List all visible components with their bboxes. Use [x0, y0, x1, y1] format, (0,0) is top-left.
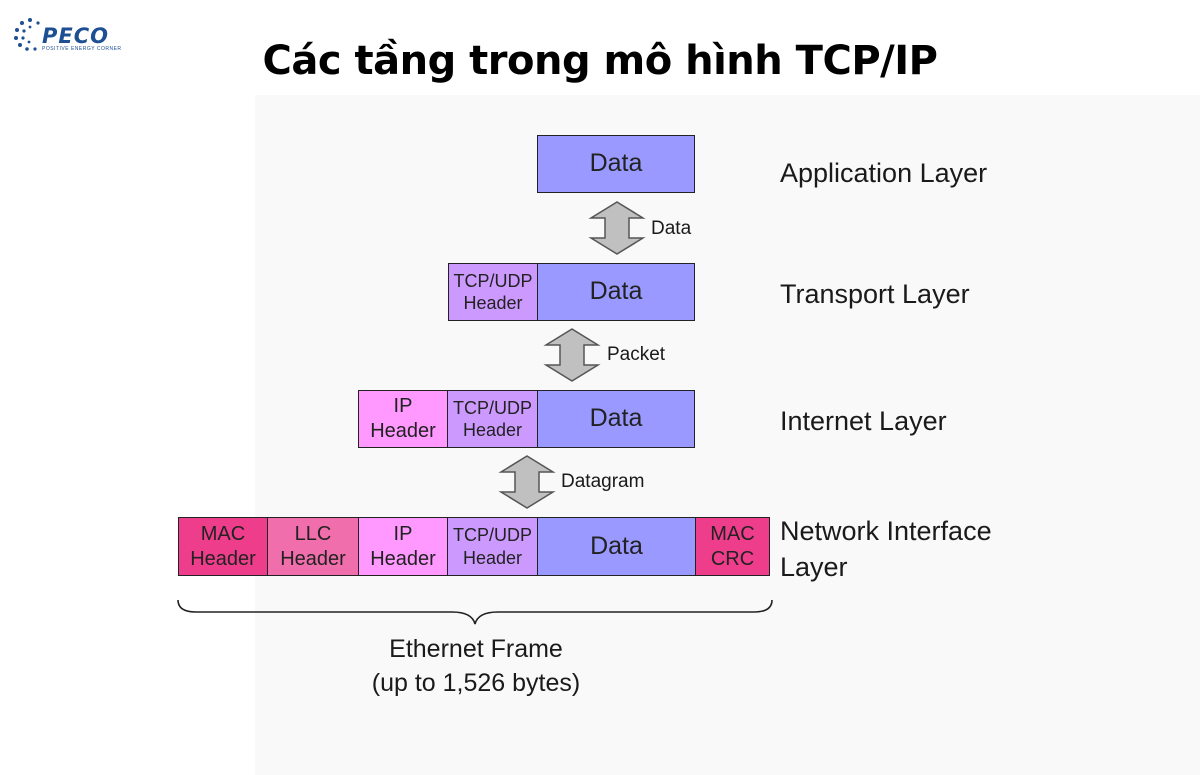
- header-label: Header: [280, 547, 346, 570]
- llc-label: LLC: [294, 522, 332, 545]
- globe-icon: [14, 18, 40, 51]
- header-label: Header: [370, 547, 436, 570]
- tcp-udp-label: TCP/UDP: [453, 270, 533, 291]
- ethernet-frame-caption: Ethernet Frame (up to 1,526 bytes): [326, 632, 626, 700]
- ethernet-frame-size: (up to 1,526 bytes): [371, 669, 581, 697]
- ip-label: IP: [393, 522, 413, 545]
- data-arrow-icon: [588, 201, 646, 255]
- application-layer-label: Application Layer: [780, 158, 988, 188]
- header-label: Header: [463, 293, 523, 313]
- internet-ip-header-block: IP Header: [358, 390, 448, 448]
- transport-layer-label: Transport Layer: [780, 279, 970, 309]
- network-interface-label-line1: Network Interface: [780, 516, 992, 546]
- header-label: Header: [190, 547, 256, 570]
- logo-tagline: POSITIVE ENERGY CORNER: [42, 46, 122, 52]
- crc-label: CRC: [710, 547, 755, 570]
- mac-label: MAC: [710, 522, 755, 545]
- header-label: Header: [462, 420, 523, 440]
- tcp-udp-label: TCP/UDP: [452, 525, 532, 545]
- page-title: Các tầng trong mô hình TCP/IP: [262, 38, 938, 84]
- ethernet-frame-label: Ethernet Frame: [389, 635, 563, 663]
- logo-wordmark: PECO: [42, 24, 109, 48]
- application-data-block: Data: [537, 135, 695, 193]
- tcp-udp-label: TCP/UDP: [452, 397, 532, 418]
- header-label: Header: [370, 420, 436, 442]
- network-interface-layer-label: Network Interface Layer: [780, 513, 992, 585]
- transport-data-block: Data: [537, 263, 695, 321]
- packet-arrow-label: Packet: [607, 344, 666, 365]
- internet-layer-label: Internet Layer: [780, 406, 947, 436]
- datagram-arrow-icon: [498, 455, 556, 509]
- ip-label: IP: [393, 395, 413, 417]
- peco-logo: PECO POSITIVE ENERGY CORNER: [12, 12, 121, 62]
- packet-arrow-icon: [543, 328, 601, 382]
- ethernet-frame-brace: [177, 599, 773, 625]
- datagram-arrow-label: Datagram: [561, 471, 645, 492]
- data-arrow-label: Data: [651, 218, 692, 239]
- header-label: Header: [462, 547, 523, 568]
- network-data-block: Data: [537, 517, 696, 576]
- internet-data-block: Data: [537, 390, 695, 448]
- mac-label: MAC: [200, 522, 246, 545]
- network-interface-label-line2: Layer: [780, 552, 848, 582]
